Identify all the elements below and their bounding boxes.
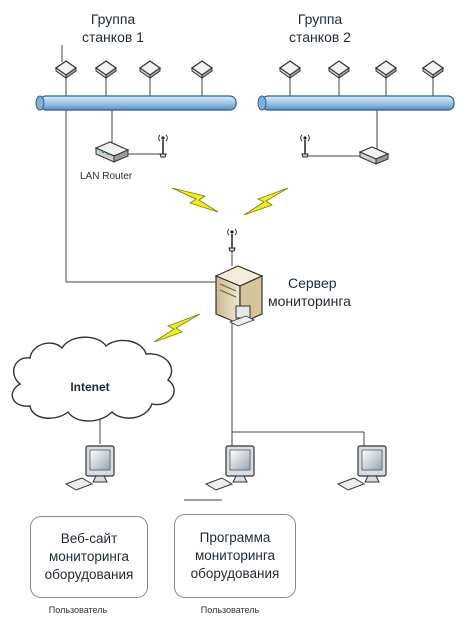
internet-cloud-icon [11,336,175,422]
user-label-left: Пользователь [48,605,108,615]
workstation-icon [337,445,387,491]
group2-title-line2: станков 2 [289,29,351,45]
program-monitoring-box: Программа мониторинга оборудования [174,514,296,598]
group1-title-line1: Группа [90,11,136,27]
wireless-link-icon [153,313,201,343]
server-icon [214,265,264,327]
machine-node-icon [375,60,397,96]
lan-router-label: LAN Router [80,171,133,182]
machine-node-icon [95,60,117,96]
group1-machines [55,60,213,96]
wireless-link-icon [243,187,289,216]
machine-node-icon [422,60,444,96]
workstation-icon [65,445,115,491]
connection-lines [61,45,378,446]
website-monitoring-text: Веб-сайт мониторинга оборудования [44,531,134,582]
wireless-link-icon [171,187,219,213]
lan-router-icon [358,146,390,165]
workstation-icon [205,445,255,491]
group1-bus [35,95,237,111]
lan-router-icon [94,141,130,163]
machine-node-icon [55,60,77,96]
user-label-right: Пользователь [200,605,260,615]
machine-node-icon [328,60,350,96]
server-title-line2: мониторинга [268,293,351,309]
group2-machines [279,60,444,96]
antenna-icon [226,228,238,252]
program-monitoring-text: Программа мониторинга оборудования [190,530,280,581]
antenna-icon [157,134,169,158]
group2-bus [257,95,455,111]
machine-node-icon [191,60,213,96]
server-title-line1: Сервер [288,275,337,291]
website-monitoring-box: Веб-сайт мониторинга оборудования [30,516,148,598]
group1-title-line2: станков 1 [82,29,144,45]
antenna-icon [299,134,311,158]
group2-title-line1: Группа [297,11,343,27]
machine-node-icon [139,60,161,96]
internet-label: Intenet [70,380,110,394]
machine-node-icon [279,60,301,96]
